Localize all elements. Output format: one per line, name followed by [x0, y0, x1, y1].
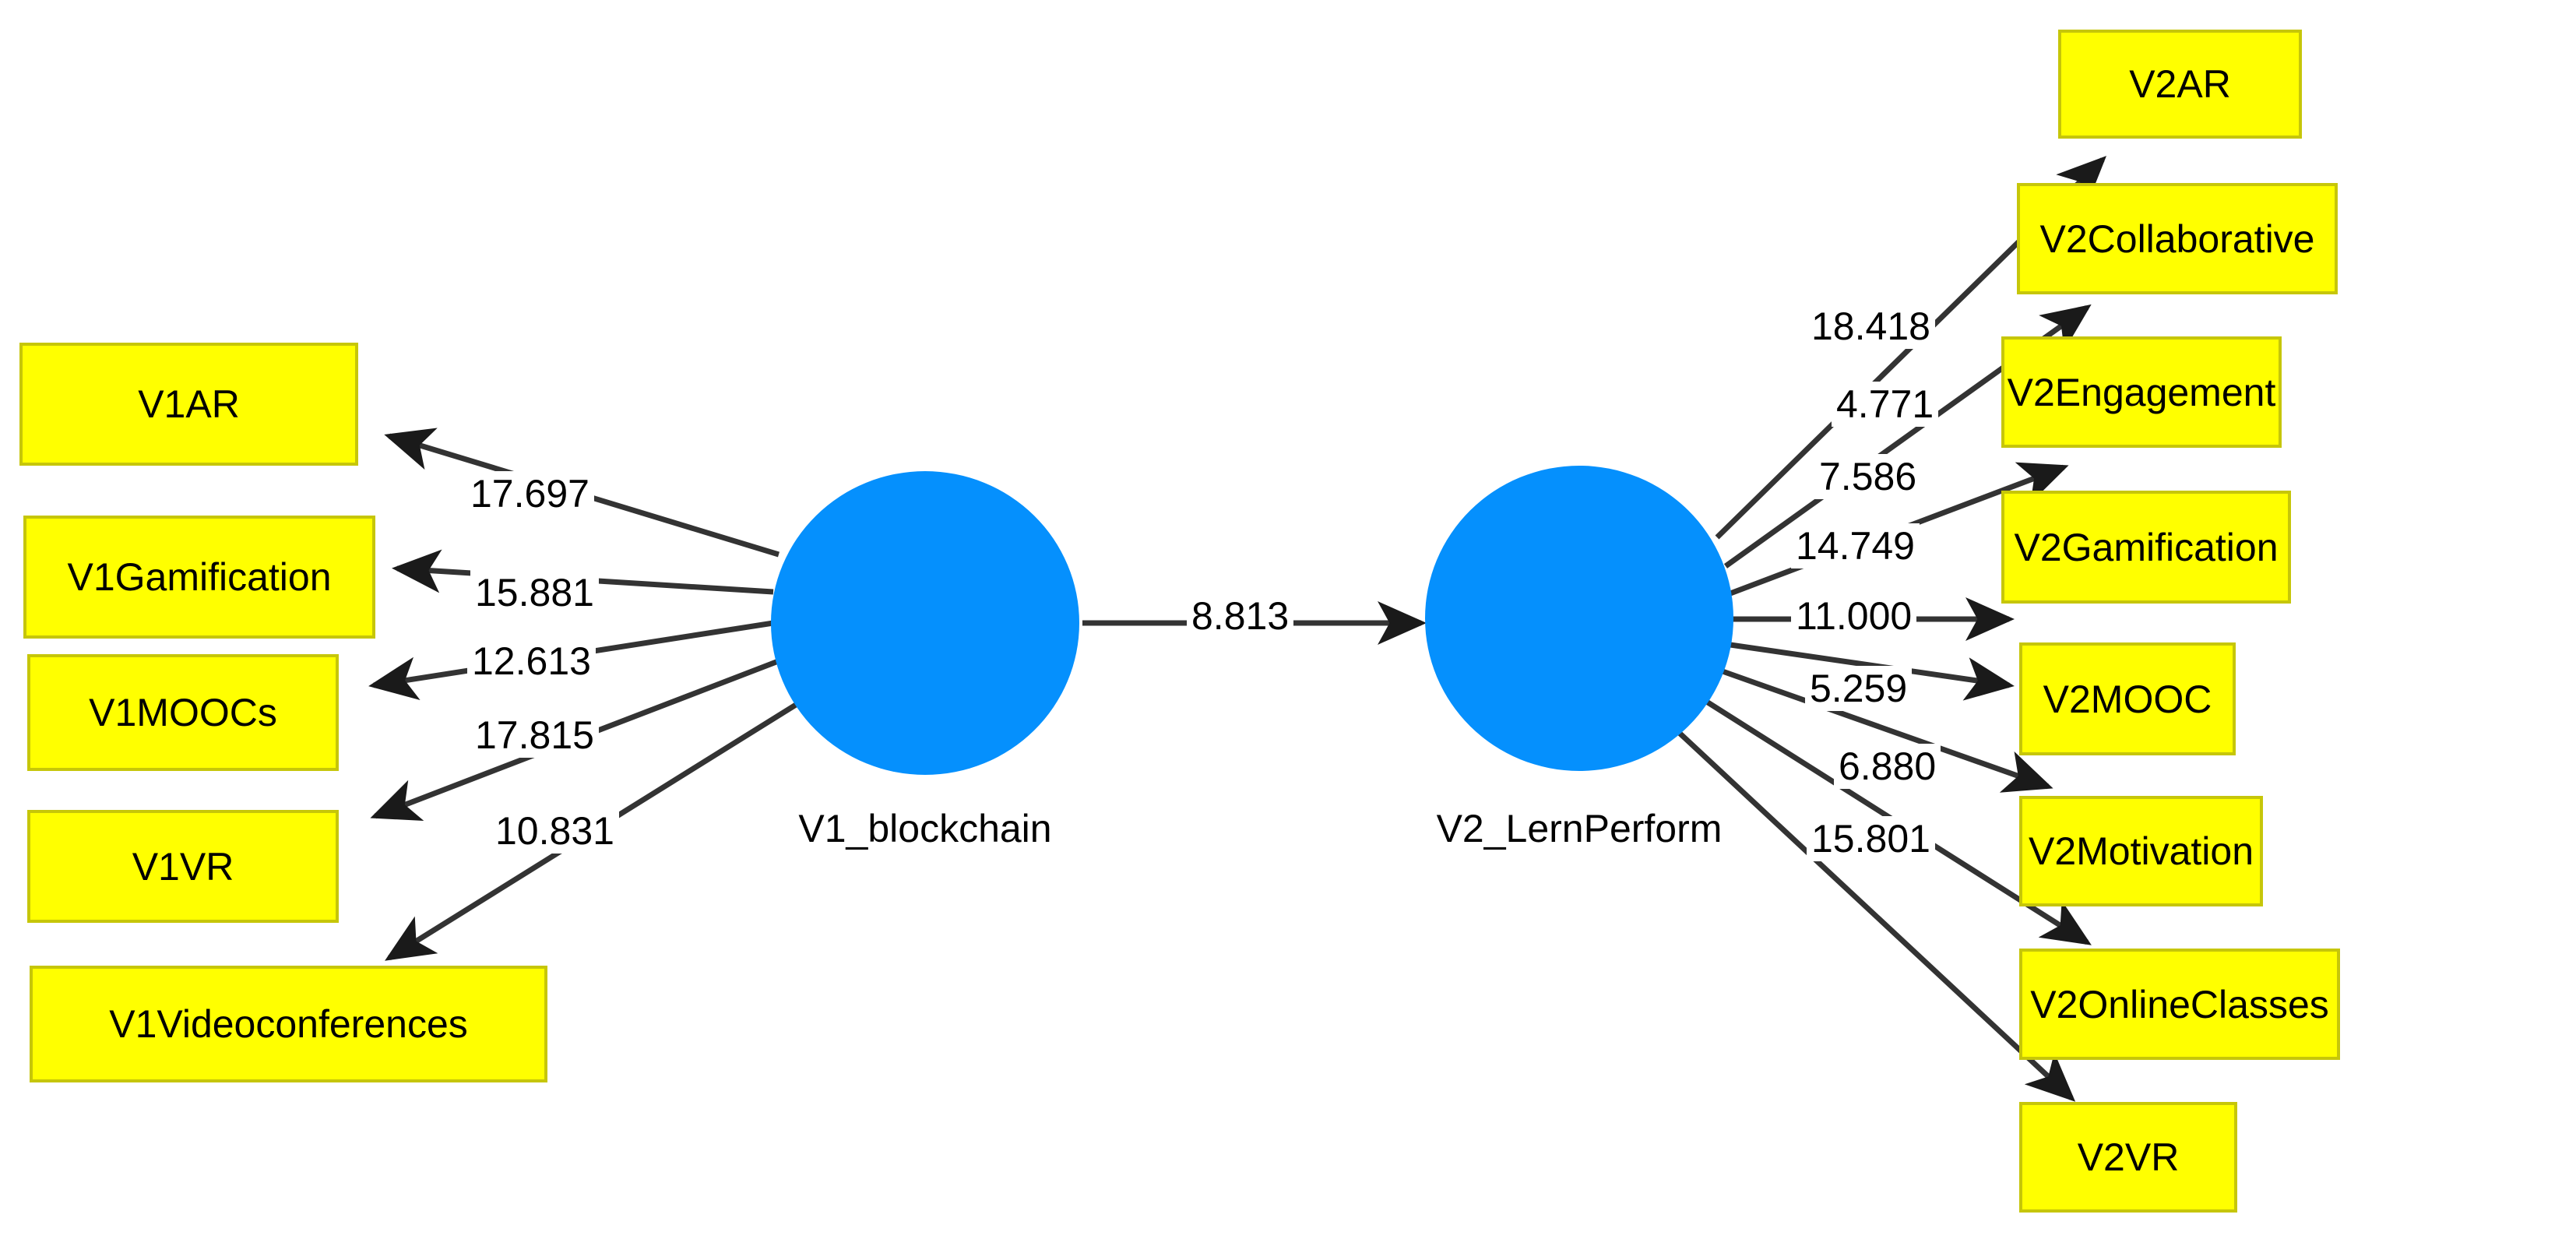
indicator-v1moocs[interactable]: V1MOOCs: [27, 654, 339, 771]
indicator-v2vr[interactable]: V2VR: [2019, 1102, 2237, 1213]
indicator-label: V2MOOC: [2043, 677, 2212, 721]
loading-value-v2collaborative: 4.771: [1832, 382, 1939, 427]
indicator-label: V2Motivation: [2028, 829, 2254, 873]
indicator-label: V1Videoconferences: [109, 1002, 468, 1046]
indicator-v1vr[interactable]: V1VR: [27, 810, 339, 923]
indicator-label: V2AR: [2129, 62, 2231, 106]
loading-value-v2onlineclasses: 6.880: [1834, 744, 1941, 789]
indicator-label: V2Collaborative: [2039, 216, 2315, 261]
latent-v1-blockchain-label: V1_blockchain: [798, 807, 1052, 850]
loading-value-v2ar: 18.418: [1807, 304, 1935, 349]
indicator-label: V1MOOCs: [89, 691, 277, 734]
loading-value-v2mooc: 11.000: [1791, 593, 1917, 639]
latent-v1-blockchain-circle[interactable]: [771, 471, 1079, 775]
loading-value-v1ar: 17.697: [466, 471, 594, 516]
loading-value-v1gamification: 15.881: [470, 570, 599, 615]
indicator-v2onlineclasses[interactable]: V2OnlineClasses: [2019, 949, 2340, 1060]
loading-value-v1vr: 17.815: [470, 713, 599, 758]
indicator-v2gamification[interactable]: V2Gamification: [2001, 491, 2291, 604]
loading-value-v1videoconferences: 10.831: [491, 808, 619, 854]
latent-v2-lernperform-label: V2_LernPerform: [1436, 807, 1723, 850]
loading-value-v2gamification: 14.749: [1791, 523, 1920, 568]
structural-path-value: 8.813: [1187, 593, 1294, 639]
indicator-v2mooc[interactable]: V2MOOC: [2019, 642, 2236, 755]
loading-value-v2motivation: 5.259: [1805, 666, 1913, 711]
indicator-label: V1Gamification: [67, 555, 332, 599]
indicator-v2motivation[interactable]: V2Motivation: [2019, 796, 2263, 906]
indicator-label: V2Engagement: [2007, 370, 2276, 414]
indicator-label: V2OnlineClasses: [2030, 982, 2329, 1026]
indicator-label: V1AR: [138, 382, 240, 426]
indicator-v2collaborative[interactable]: V2Collaborative: [2017, 183, 2338, 294]
latent-v2-lernperform-circle[interactable]: [1425, 466, 1733, 771]
indicator-v2ar[interactable]: V2AR: [2058, 30, 2302, 139]
indicator-v1videoconferences[interactable]: V1Videoconferences: [30, 966, 547, 1082]
indicator-v2engagement[interactable]: V2Engagement: [2001, 336, 2282, 448]
loading-value-v1moocs: 12.613: [467, 639, 596, 684]
indicator-label: V2Gamification: [2014, 525, 2279, 569]
indicator-label: V1VR: [132, 844, 234, 889]
loading-value-v2engagement: 7.586: [1814, 454, 1922, 499]
indicator-label: V2VR: [2077, 1135, 2180, 1179]
indicator-v1gamification[interactable]: V1Gamification: [23, 516, 375, 639]
loading-value-v2vr: 15.801: [1807, 816, 1935, 861]
indicator-v1ar[interactable]: V1AR: [19, 343, 358, 466]
